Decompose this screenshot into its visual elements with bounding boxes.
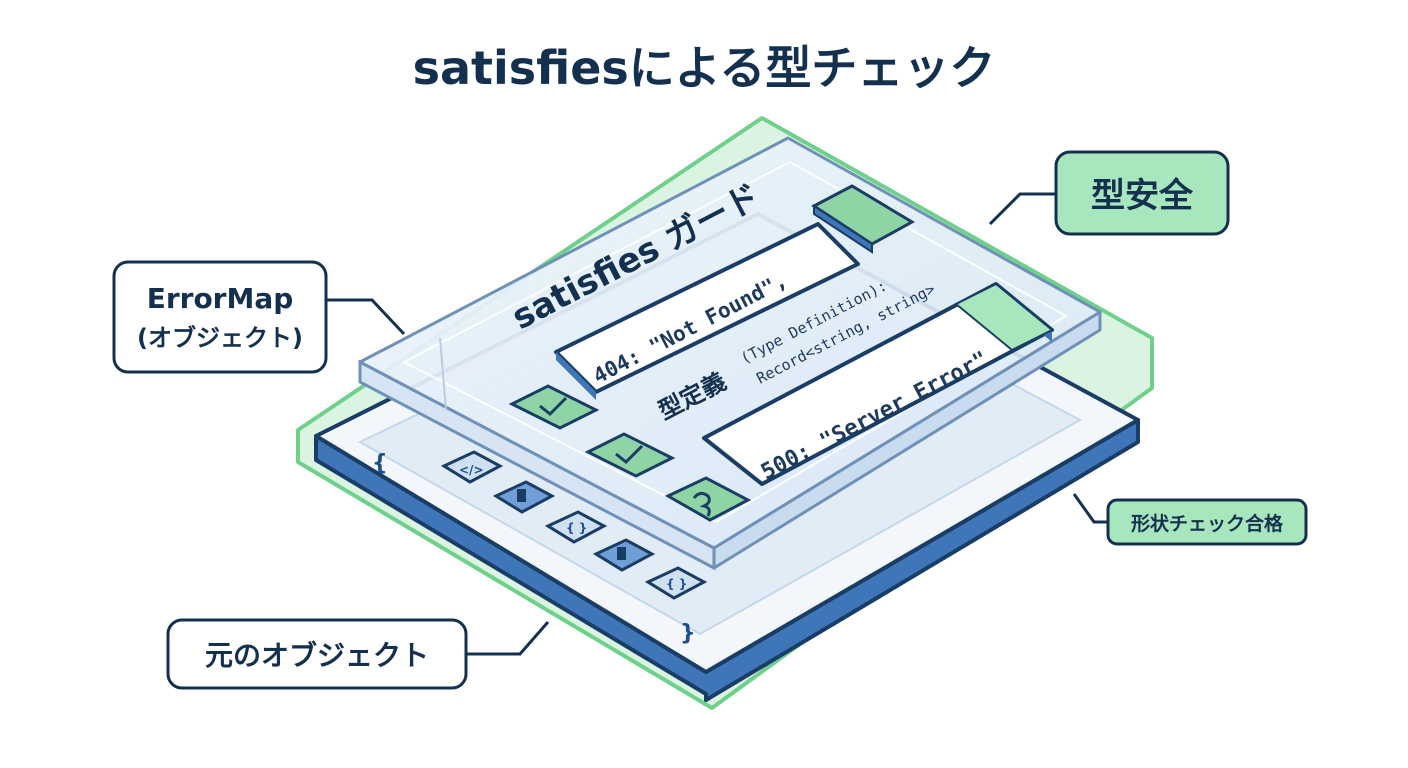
error-map-line2: (オブジェクト) bbox=[137, 324, 303, 352]
code-icon: </> bbox=[440, 450, 504, 484]
svg-text:{ }: { } bbox=[566, 521, 587, 535]
entry-404-slot bbox=[554, 222, 860, 400]
callout-original-object: 元のオブジェクト bbox=[166, 618, 550, 690]
braces-icon: { } bbox=[544, 510, 608, 544]
guard-indicator-box bbox=[811, 184, 916, 254]
callout-type-safe: 型安全 bbox=[988, 150, 1230, 236]
callout-shape-check: 形状チェック合格 bbox=[1072, 493, 1308, 546]
document-icon bbox=[492, 480, 556, 514]
shape-check-label: 形状チェック合格 bbox=[1131, 512, 1284, 535]
check-icon bbox=[508, 384, 600, 430]
entry-500-slot bbox=[702, 282, 1054, 486]
open-brace-glyph: { bbox=[372, 451, 388, 476]
page-title: satisfiesによる型チェック bbox=[413, 41, 996, 95]
check-icon bbox=[584, 432, 676, 478]
error-map-line1: ErrorMap bbox=[147, 282, 294, 315]
close-brace-glyph: } bbox=[680, 621, 696, 646]
braces-icon: { } bbox=[644, 566, 708, 600]
puzzle-icon bbox=[664, 476, 752, 522]
svg-text:</>: </> bbox=[459, 463, 484, 477]
callout-error-map: ErrorMap (オブジェクト) bbox=[112, 260, 406, 374]
type-safe-label: 型安全 bbox=[1091, 176, 1194, 216]
original-object-label: 元のオブジェクト bbox=[205, 639, 429, 672]
svg-text:{ }: { } bbox=[666, 577, 687, 591]
satisfies-guard-layer: satisfies ガード 404: "Not Found", 型定義 (Typ… bbox=[358, 136, 1102, 571]
document-icon bbox=[592, 538, 656, 572]
